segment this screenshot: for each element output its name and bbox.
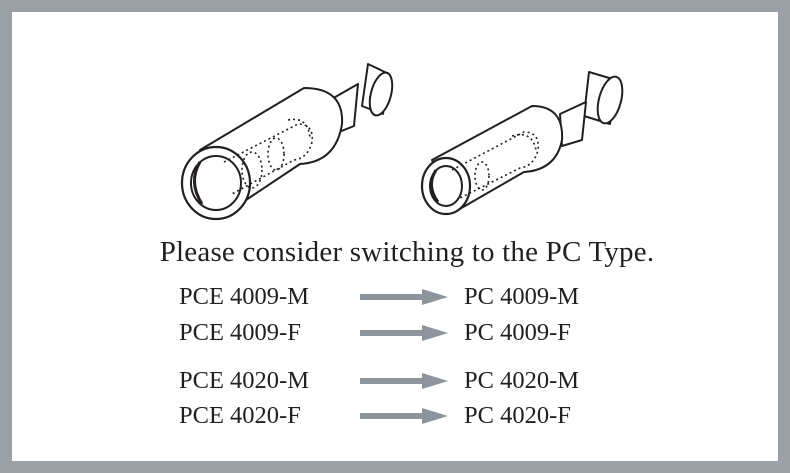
connector-illustration bbox=[180, 63, 624, 221]
old-part-number: PCE 4009-M bbox=[179, 283, 310, 310]
notice-heading: Please consider switching to the PC Type… bbox=[159, 236, 655, 268]
mapping-row: PCE 4020-F PC 4020-F bbox=[12, 401, 790, 431]
mapping-row: PCE 4009-F PC 4009-F bbox=[12, 318, 790, 348]
arrow-right-icon bbox=[360, 325, 448, 341]
arrow-right-icon bbox=[360, 373, 448, 389]
mapping-row: PCE 4020-M PC 4020-M bbox=[12, 366, 790, 396]
connector-small-icon bbox=[420, 71, 624, 216]
new-part-number: PC 4009-M bbox=[464, 283, 580, 310]
mapping-row: PCE 4009-M PC 4009-M bbox=[12, 282, 790, 312]
connector-large-icon bbox=[180, 63, 394, 221]
arrow-right-icon bbox=[360, 289, 448, 305]
arrow-right-icon bbox=[360, 408, 448, 424]
old-part-number: PCE 4009-F bbox=[179, 319, 301, 346]
new-part-number: PC 4020-F bbox=[464, 402, 571, 429]
new-part-number: PC 4020-M bbox=[464, 367, 580, 394]
old-part-number: PCE 4020-M bbox=[179, 367, 310, 394]
new-part-number: PC 4009-F bbox=[464, 319, 571, 346]
old-part-number: PCE 4020-F bbox=[179, 402, 301, 429]
